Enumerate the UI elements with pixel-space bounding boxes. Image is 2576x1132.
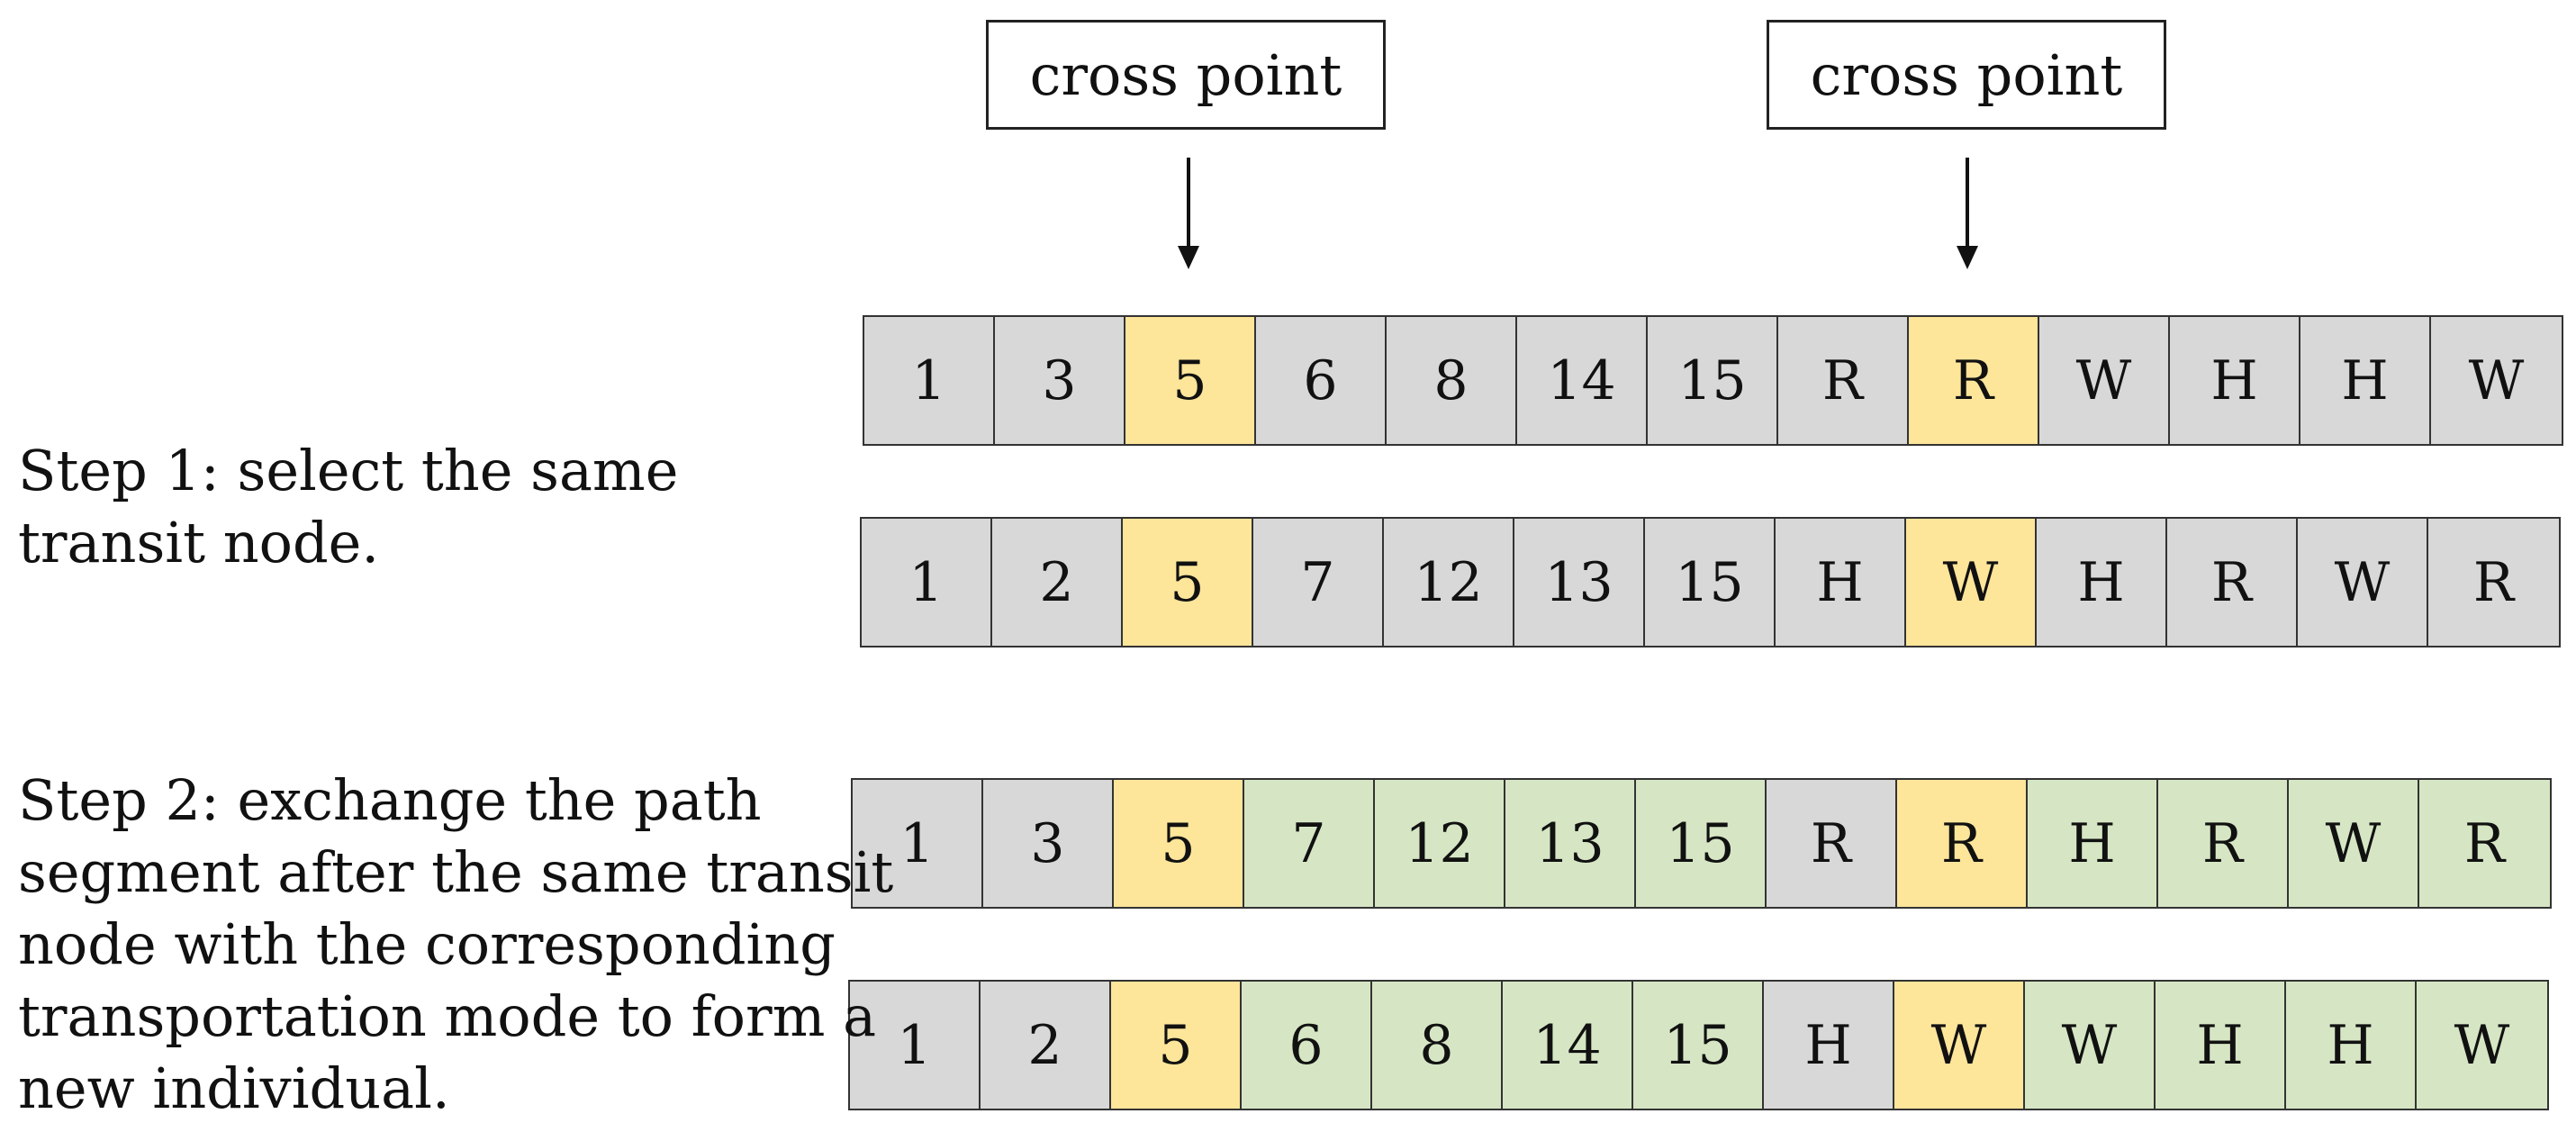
step-2-description: Step 2: exchange the path segment after … [18,765,893,1125]
cross-point-arrow-right [1957,158,1978,269]
gene-cell: 15 [1645,519,1776,646]
gene-cell: 5 [1125,317,1256,444]
cross-point-arrow-left [1178,158,1199,269]
gene-cell: R [1909,317,2039,444]
step-2-line: segment after the same transit [18,839,894,905]
gene-cell: H [1776,519,1906,646]
step-2-line: Step 2: exchange the path [18,767,762,833]
gene-cell: 15 [1636,780,1767,907]
gene-cell: R [1767,780,1897,907]
step-1-line: transit node. [18,510,380,575]
gene-cell: W [2039,317,2170,444]
step-2-line: new individual. [18,1055,450,1121]
gene-cell: 5 [1123,519,1253,646]
gene-cell: 5 [1111,982,1242,1109]
step-1-description: Step 1: select the same transit node. [18,435,678,579]
gene-cell: 13 [1514,519,1645,646]
gene-cell: H [2037,519,2167,646]
gene-cell: R [2428,519,2559,646]
gene-cell: W [1906,519,2037,646]
gene-cell: H [2300,317,2431,444]
gene-cell: H [2028,780,2158,907]
gene-cell: 2 [981,982,1111,1109]
gene-cell: H [1764,982,1894,1109]
gene-cell: 5 [1114,780,1244,907]
gene-cell: 8 [1387,317,1517,444]
step-1-line: Step 1: select the same [18,438,679,503]
gene-cell: W [2025,982,2156,1109]
gene-cell: 3 [983,780,1114,907]
gene-cell: 7 [1253,519,1384,646]
gene-cell: W [2431,317,2562,444]
gene-cell: 13 [1505,780,1636,907]
gene-cell: H [2156,982,2286,1109]
gene-cell: 12 [1375,780,1505,907]
gene-cell: R [2419,780,2550,907]
cross-point-label-left: cross point [986,20,1386,130]
gene-cell: R [2158,780,2289,907]
step-2-line: node with the corresponding [18,911,836,977]
gene-cell: 15 [1633,982,1764,1109]
gene-cell: 14 [1503,982,1633,1109]
cross-point-label-right: cross point [1767,20,2166,130]
gene-cell: 6 [1242,982,1372,1109]
gene-cell: W [1894,982,2025,1109]
gene-cell: 6 [1256,317,1387,444]
gene-cell: R [1778,317,1909,444]
gene-cell: 2 [992,519,1123,646]
gene-cell: 15 [1648,317,1778,444]
gene-cell: 7 [1244,780,1375,907]
gene-cell: 1 [864,317,995,444]
gene-cell: W [2417,982,2547,1109]
step-2-line: transportation mode to form a [18,983,877,1049]
gene-cell: H [2170,317,2300,444]
gene-cell: 8 [1372,982,1503,1109]
gene-cell: R [1897,780,2028,907]
gene-cell: 14 [1517,317,1648,444]
gene-cell: 1 [850,982,981,1109]
gene-cell: H [2286,982,2417,1109]
gene-cell: 3 [995,317,1125,444]
gene-cell: R [2167,519,2298,646]
gene-cell: 1 [862,519,992,646]
gene-cell: W [2289,780,2419,907]
gene-cell: W [2298,519,2428,646]
gene-cell: 12 [1384,519,1514,646]
gene-cell: 1 [853,780,983,907]
